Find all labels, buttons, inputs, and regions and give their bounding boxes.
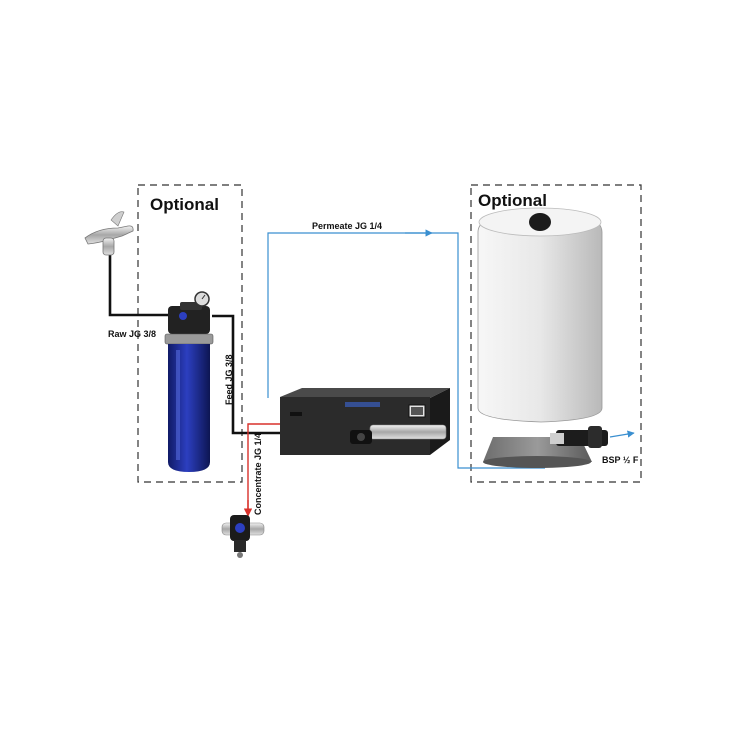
bsp-label: BSP ½ F (602, 455, 639, 465)
feed-label: Feed JG 3/8 (224, 354, 234, 405)
optional-label-left: Optional (150, 195, 219, 214)
prefilter-housing-icon (164, 291, 214, 472)
drain-saddle-icon (221, 515, 265, 558)
optional-box-right (470, 184, 642, 483)
feed-line (212, 314, 285, 435)
concentrate-label: Concentrate JG 1/4 (253, 433, 263, 515)
concentrate-line (247, 423, 285, 512)
tank-outlet-arrow (609, 430, 635, 438)
permeate-line (267, 232, 545, 469)
faucet-icon (84, 211, 134, 256)
ro-unit-icon (280, 388, 450, 455)
permeate-label: Permeate JG 1/4 (312, 221, 382, 231)
pressure-tank-icon (477, 207, 608, 468)
raw-water-line (108, 255, 172, 317)
optional-box-left (137, 184, 243, 483)
optional-label-right: Optional (478, 191, 547, 210)
raw-label: Raw JG 3/8 (108, 329, 156, 339)
